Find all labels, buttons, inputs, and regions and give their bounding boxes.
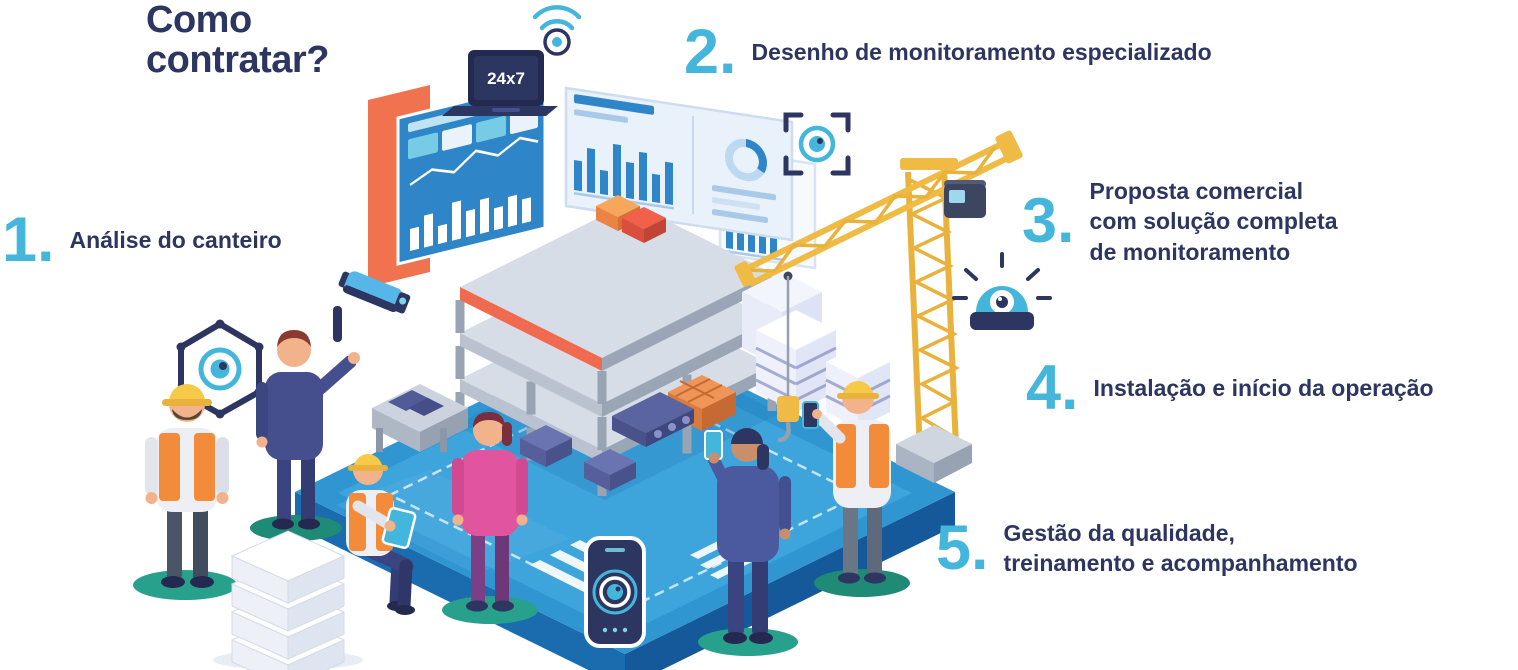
laptop-icon: 24x7 (442, 50, 558, 116)
materials-table (372, 384, 468, 452)
crane-base (896, 425, 972, 483)
pipe-bundle (612, 392, 694, 447)
worker-photographing (802, 381, 910, 597)
page-title-line-2: contratar? (146, 39, 329, 82)
laptop-screen-label: 24x7 (487, 69, 525, 88)
material-stack-navy (520, 425, 636, 491)
step-3-label: Proposta comercial com solução completa … (1089, 178, 1338, 265)
page-title-line-1: Como (146, 0, 252, 41)
step-2: 2. Desenho de monitoramento especializad… (684, 17, 1212, 87)
woman-pink (442, 412, 538, 624)
cctv-camera-icon (333, 271, 411, 342)
worker-sitting (346, 454, 417, 615)
page-title: Como contratar? (146, 0, 329, 81)
step-3: 3. Proposta comercial com solução comple… (1022, 176, 1338, 267)
person-phone (698, 428, 798, 656)
step-2-label: Desenho de monitoramento especializado (751, 39, 1212, 66)
phone-eye-icon (584, 536, 646, 648)
wifi-eye-icon (532, 5, 582, 56)
building-crates (596, 195, 666, 243)
crane-cab (944, 180, 986, 218)
worker-left (133, 384, 237, 600)
step-4-label: Instalação e início da operação (1093, 375, 1434, 402)
crane-jib (734, 130, 1023, 287)
viewfinder-eye-icon (783, 112, 851, 176)
step-5-number: 5. (936, 513, 989, 584)
step-4-number: 4. (1026, 353, 1079, 423)
material-stacks-right (742, 272, 891, 428)
step-1-number: 1. (2, 205, 55, 275)
building-beam (460, 287, 602, 371)
step-2-number: 2. (684, 17, 737, 87)
step-1-label: Análise do canteiro (69, 227, 282, 254)
stacked-boxes (213, 530, 363, 670)
step-3-number: 3. (1022, 186, 1075, 257)
crane (734, 130, 1023, 483)
step-5: 5. Gestão da qualidade, treinamento e ac… (936, 513, 1358, 584)
step-4: 4. Instalação e início da operação (1026, 353, 1434, 423)
man-pointing (250, 330, 360, 541)
step-5-label: Gestão da qualidade, treinamento e acomp… (1003, 520, 1358, 577)
step-1: 1. Análise do canteiro (2, 205, 282, 275)
crane-hook (777, 271, 799, 443)
alarm-eye-icon (952, 252, 1052, 330)
